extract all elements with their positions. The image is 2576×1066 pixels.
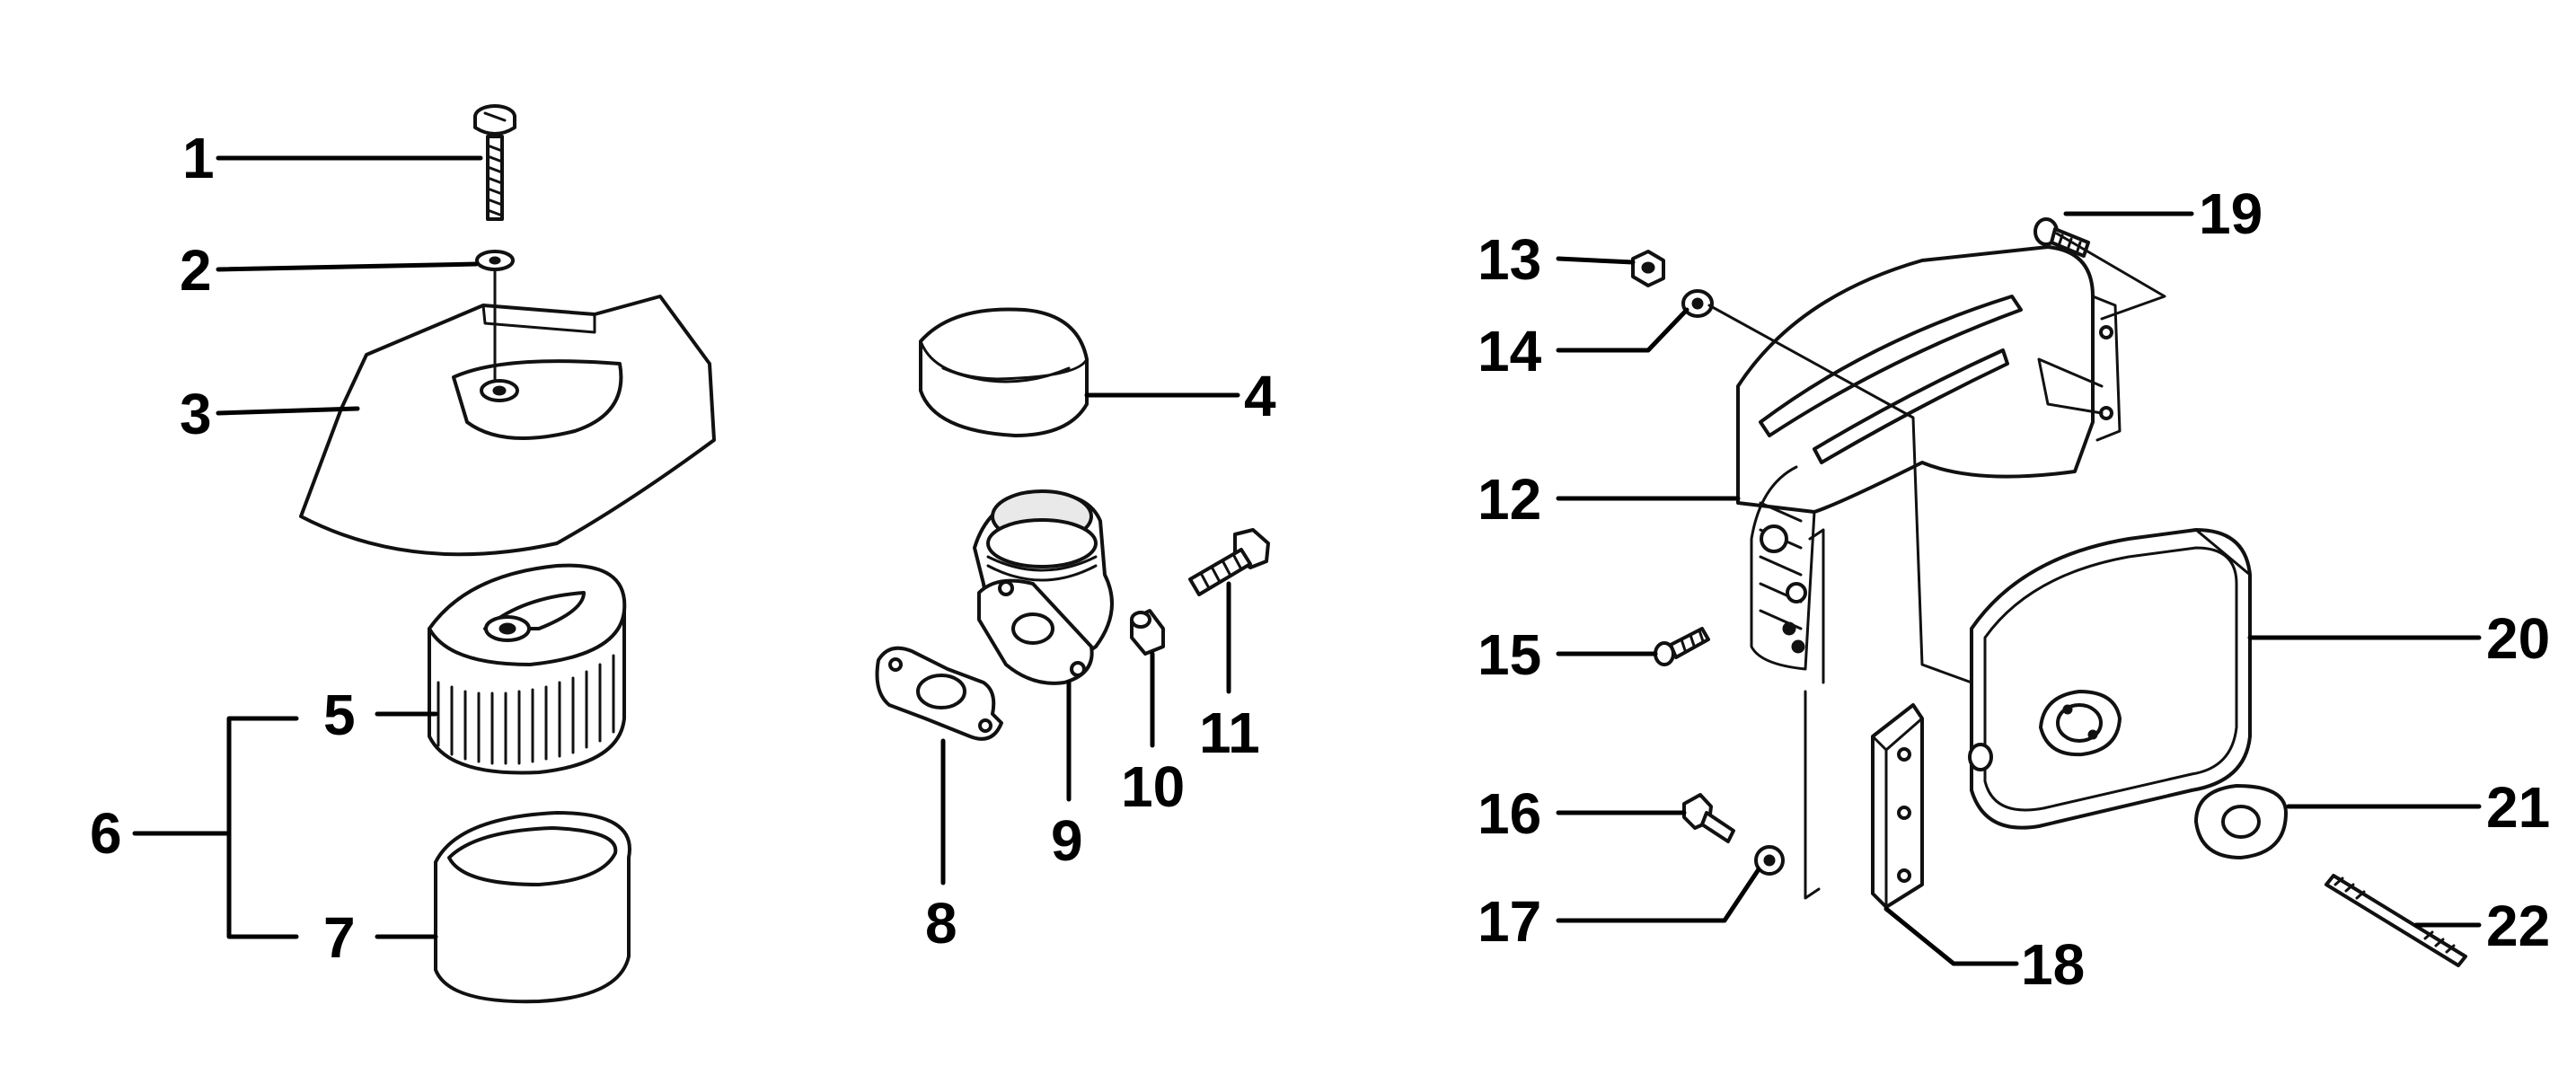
callout-20: 20: [2486, 606, 2550, 671]
callout-3: 3: [180, 382, 212, 446]
part-14-washer: [1681, 289, 1714, 318]
part-10-spacer: [1130, 609, 1165, 656]
part-18-bracket: [1804, 528, 1924, 909]
part-13-nut: [1631, 250, 1665, 287]
part-11-bolt: [1188, 528, 1270, 596]
callout-10: 10: [1121, 754, 1185, 819]
part-16-screw: [1682, 793, 1735, 843]
callout-12: 12: [1478, 467, 1541, 532]
part-21-muffler-gasket: [2194, 784, 2288, 859]
part-17-washer: [1754, 845, 1785, 876]
part-3-cover: [299, 269, 716, 557]
part-15-screw: [1654, 627, 1710, 666]
callout-18: 18: [2021, 932, 2085, 997]
callout-labels: 1 2 3 4 5 6 7 8 9 10 11 12 13 14 15 16 1…: [90, 126, 2550, 997]
callout-14: 14: [1478, 319, 1542, 383]
callout-8: 8: [925, 891, 957, 956]
part-9-elbow: [973, 489, 1114, 685]
callout-17: 17: [1478, 889, 1541, 954]
part-7-pre-cleaner: [434, 811, 631, 1004]
callout-19: 19: [2199, 181, 2263, 246]
part-20-muffler: [1968, 528, 2252, 830]
callout-9: 9: [1051, 808, 1083, 873]
callout-4: 4: [1244, 364, 1276, 428]
callout-7: 7: [323, 905, 356, 970]
callout-16: 16: [1478, 781, 1541, 846]
callout-15: 15: [1478, 622, 1541, 687]
callout-21: 21: [2486, 775, 2550, 840]
part-4-ring: [919, 307, 1089, 437]
part-5-filter-element: [428, 563, 627, 775]
part-8-gasket: [875, 646, 1003, 741]
part-1-screw: [473, 104, 516, 221]
callout-2: 2: [180, 238, 212, 303]
callout-11: 11: [1199, 700, 1260, 765]
callout-1: 1: [182, 126, 215, 190]
leader-lines: [132, 155, 2482, 966]
part-12-heat-shield: [1736, 245, 2122, 671]
callout-6: 6: [90, 801, 122, 866]
callout-13: 13: [1478, 227, 1541, 292]
callout-5: 5: [323, 683, 356, 747]
part-2-washer: [475, 250, 515, 271]
part-22-stud: [2325, 874, 2467, 967]
callout-22: 22: [2486, 894, 2550, 958]
